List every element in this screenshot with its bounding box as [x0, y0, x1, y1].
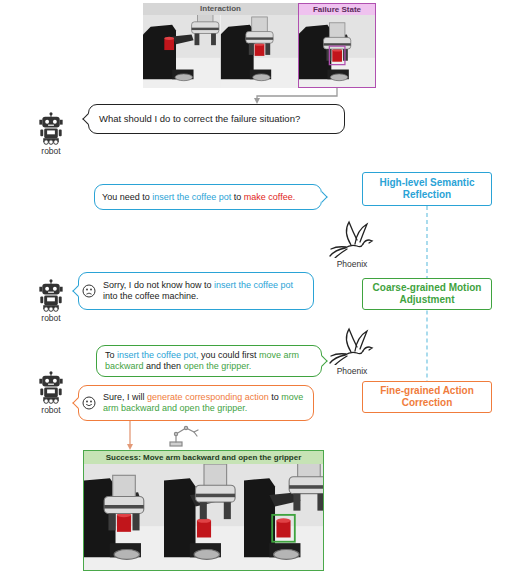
highlight-text: insert [152, 192, 174, 202]
highlight-text: arm [284, 350, 300, 360]
highlight-text: the [206, 361, 219, 371]
highlight-text: move [259, 350, 281, 360]
highlight-text: the [202, 403, 215, 413]
highlight-text: open [184, 361, 204, 371]
highlight-text: and [162, 403, 177, 413]
node-text: You need to insert the coffee pot to mak… [102, 192, 295, 203]
highlight-text: gripper. [221, 361, 251, 371]
highlight-text: backward [121, 403, 160, 413]
connector-line [426, 206, 427, 278]
speech-bubble: You need to insert the coffee pot to mak… [94, 184, 322, 210]
node-text: Failure State [313, 5, 361, 15]
header-band: Failure State [299, 4, 375, 15]
highlight-text: generate [147, 392, 183, 402]
node-text: High-level Semantic Reflection [369, 177, 485, 201]
icon-label: Phoenix [337, 366, 368, 376]
connector [427, 310, 428, 381]
node-text: Coarse-grained Motion Adjustment [369, 282, 485, 306]
highlight-text: corresponding [185, 392, 242, 402]
highlight-text: insert [214, 280, 236, 290]
connector [427, 206, 428, 278]
highlight-text: move [281, 392, 303, 402]
highlight-text: coffee. [268, 192, 295, 202]
connector-line [257, 88, 337, 99]
success-panel: Success: Move arm backward and open the … [83, 450, 324, 571]
highlight-text: pot [280, 280, 293, 290]
highlight-text: coffee [192, 192, 216, 202]
scene-image [67, 464, 180, 570]
highlight-text: coffee [254, 280, 278, 290]
robot-icon [39, 371, 62, 403]
node-text: Interaction [200, 4, 241, 14]
highlight-text: make [244, 192, 266, 202]
header-band: Success: Move arm backward and open the … [84, 451, 323, 464]
sad-face [82, 284, 96, 298]
phoenix-icon [330, 222, 372, 258]
speech-bubble: Sure, I will generate corresponding acti… [78, 385, 314, 421]
highlight-text: insert [117, 350, 139, 360]
scene-image [147, 464, 260, 570]
node-text: To insert the coffee pot, you could firs… [105, 350, 313, 372]
phoenix-icon [330, 329, 372, 365]
icon-label: Phoenix [337, 259, 368, 269]
icon-label: robot [41, 405, 60, 415]
stage-box: High-level Semantic Reflection [362, 172, 492, 206]
bubble-tail [316, 355, 327, 366]
highlight-text: pot, [183, 350, 198, 360]
connector [127, 421, 133, 450]
header-band: Interaction [143, 3, 298, 15]
highlight-text: coffee [157, 350, 181, 360]
speech-bubble: Sorry, I do not know how to insert the c… [78, 272, 314, 310]
smile-face [82, 396, 96, 410]
icon-label: robot [41, 313, 60, 323]
scene-image [298, 15, 376, 88]
bubble-tail [316, 191, 327, 202]
highlight-text: open [180, 403, 200, 413]
node-text: Sure, I will generate corresponding acti… [103, 392, 305, 414]
failure-frame: Failure State [298, 3, 376, 88]
stage-box: Fine-grained Action Correction [362, 381, 492, 413]
node-text: Success: Move arm backward and open the … [106, 453, 302, 463]
highlight-text: backward [105, 361, 144, 371]
node-text: What should I do to correct the failure … [99, 113, 300, 125]
highlight-text: arm [103, 403, 119, 413]
stage-box: Coarse-grained Motion Adjustment [362, 278, 492, 310]
robot-icon [39, 112, 62, 144]
highlight-text: gripper. [217, 403, 247, 413]
robot-icon [39, 279, 62, 311]
speech-bubble: To insert the coffee pot, you could firs… [96, 345, 322, 377]
icon-label: robot [41, 146, 60, 156]
bubble-tail [73, 397, 84, 408]
connector-line [426, 310, 427, 381]
speech-bubble: What should I do to correct the failure … [88, 104, 345, 134]
highlight-text: action [245, 392, 269, 402]
highlight-text: the [239, 280, 252, 290]
node-text: Fine-grained Action Correction [369, 385, 485, 409]
bubble-tail [83, 113, 94, 124]
connector-line [129, 421, 130, 445]
connector [254, 88, 337, 104]
highlight-text: pot [219, 192, 232, 202]
highlight-text: the [142, 350, 155, 360]
node-text: Sorry, I do not know how to insert the c… [103, 280, 305, 302]
scene-image [221, 15, 299, 88]
highlight-text: the [177, 192, 190, 202]
arm-icon [170, 426, 198, 446]
scene-image [143, 7, 221, 88]
bubble-tail [73, 285, 84, 296]
